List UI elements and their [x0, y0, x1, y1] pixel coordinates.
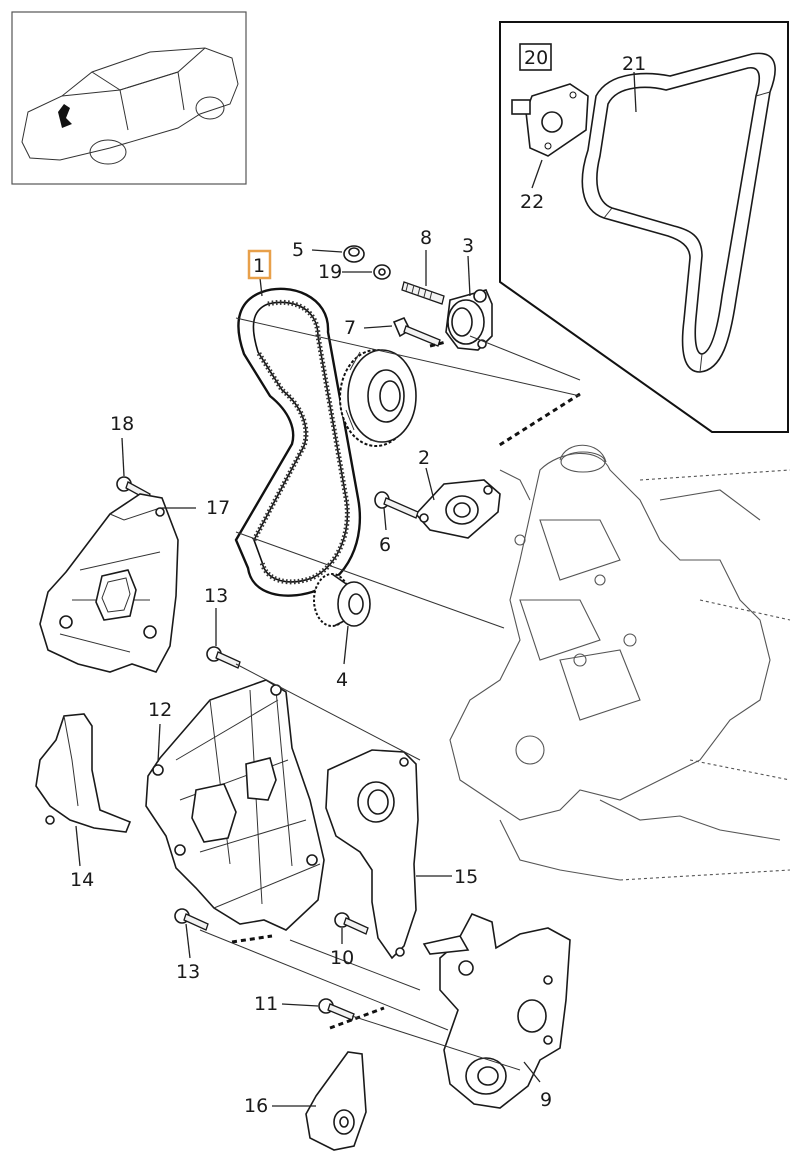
callout-2: 2	[418, 447, 430, 469]
inner-timing-cover	[145, 679, 325, 931]
callout-10: 10	[330, 947, 354, 969]
leader-lines	[75, 249, 541, 1107]
callout-11: 11	[254, 993, 278, 1015]
timing-belt	[234, 287, 362, 597]
callout-8: 8	[420, 227, 432, 249]
callout-4: 4	[336, 669, 348, 691]
bolt-13-lower	[174, 908, 209, 931]
callout-7: 7	[344, 317, 356, 339]
callout-17: 17	[206, 497, 230, 519]
idler-pulley	[414, 479, 501, 539]
nut	[343, 245, 365, 263]
callout-14: 14	[70, 869, 94, 891]
callout-13-upper: 13	[204, 585, 228, 607]
callout-16: 16	[244, 1095, 268, 1117]
callout-20: 20	[524, 47, 548, 69]
tensioner-stud	[401, 281, 445, 305]
crankshaft-gear	[313, 573, 371, 627]
callout-1: 1	[253, 255, 265, 277]
lower-cover-left	[35, 713, 132, 833]
callout-labels: 1 2 3 4 5 6 7 8 9 10 11 12 13 13 14 15 1…	[70, 43, 646, 1117]
callout-19: 19	[318, 261, 342, 283]
callout-13-lower: 13	[176, 961, 200, 983]
bottom-cover	[305, 1051, 367, 1151]
bolt-10	[334, 912, 369, 935]
callout-6: 6	[379, 534, 391, 556]
bolt-13-upper	[206, 646, 241, 669]
callout-9: 9	[540, 1089, 552, 1111]
engine-block-outline	[449, 444, 791, 881]
callout-18: 18	[110, 413, 134, 435]
assembly-lines	[199, 317, 581, 1071]
callout-21: 21	[622, 53, 646, 75]
bolt-6	[374, 491, 419, 519]
engine-mount-bracket	[422, 912, 571, 1109]
inset-tensioner	[511, 83, 589, 157]
upper-timing-cover	[39, 493, 179, 673]
inset-panel	[499, 21, 789, 433]
callout-20-box	[519, 43, 552, 71]
washer	[373, 264, 391, 280]
callout-12: 12	[148, 699, 172, 721]
callout-5: 5	[292, 239, 304, 261]
bolt-7	[392, 316, 441, 347]
tensioner-pulley	[445, 289, 493, 351]
callout-15: 15	[454, 866, 478, 888]
vehicle-thumbnail	[11, 11, 247, 185]
bolt-11	[318, 998, 355, 1021]
camshaft-sprocket	[339, 349, 417, 447]
callout-3: 3	[462, 235, 474, 257]
callout-22: 22	[520, 191, 544, 213]
callout-1-box	[247, 249, 272, 280]
front-cover-segment	[325, 749, 419, 960]
